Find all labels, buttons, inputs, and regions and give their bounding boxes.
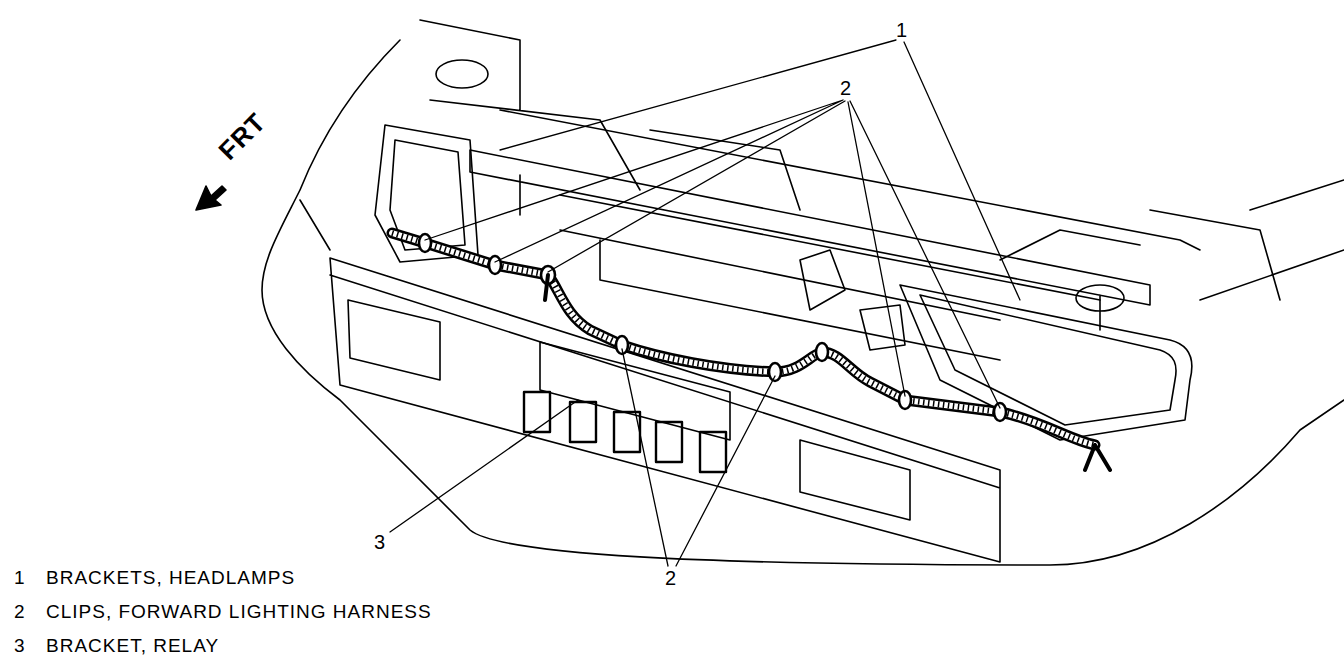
headlamp-bracket — [375, 125, 478, 262]
legend-text: CLIPS, FORWARD LIGHTING HARNESS — [46, 602, 432, 621]
panel-cutout — [348, 300, 910, 520]
legend-text: BRACKET, RELAY — [46, 636, 219, 655]
harness — [392, 233, 1095, 445]
harness-branch — [545, 275, 1110, 470]
callout-number: 3 — [374, 532, 386, 552]
callout-number: 2 — [665, 568, 677, 588]
front-arrow — [196, 186, 226, 210]
legend-number: 2 — [14, 602, 26, 621]
callout-number: 1 — [896, 20, 908, 40]
harness-clips — [419, 234, 1006, 421]
core-bar — [560, 195, 1100, 360]
legend-number: 1 — [14, 568, 26, 587]
legend-text: BRACKETS, HEADLAMPS — [46, 568, 295, 587]
relay-bracket — [540, 342, 730, 440]
radiator-support — [470, 110, 1200, 330]
legend-number: 3 — [14, 636, 26, 655]
body-outline — [262, 40, 1344, 565]
relay-blocks — [524, 392, 726, 472]
front-panel — [330, 258, 1000, 562]
filler-cap — [436, 60, 488, 88]
engine-parts — [420, 20, 1280, 350]
direction-label: FRT — [214, 108, 270, 164]
fender-line — [300, 180, 1344, 300]
headlamp-bracket — [900, 285, 1192, 440]
filler-cap — [1076, 285, 1124, 311]
leader-lines — [390, 40, 1020, 566]
harness — [392, 233, 1095, 445]
callout-number: 2 — [840, 78, 852, 98]
harness-ribs — [392, 233, 1095, 445]
